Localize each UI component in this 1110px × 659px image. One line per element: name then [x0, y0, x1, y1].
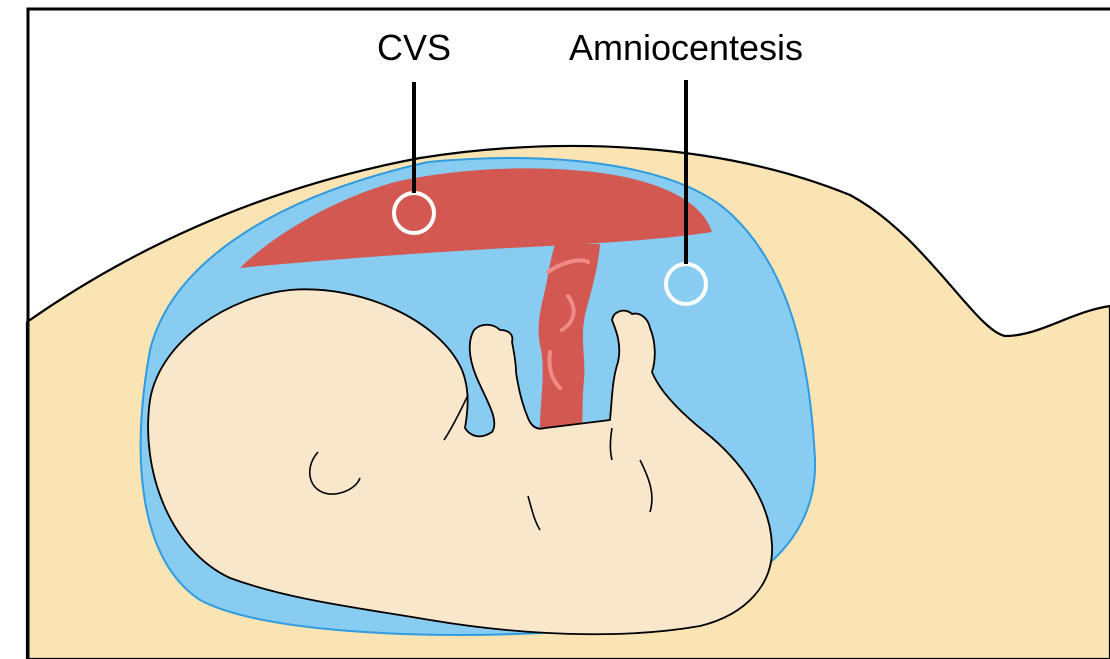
cvs-label: CVS	[377, 27, 451, 68]
amniocentesis-label: Amniocentesis	[569, 27, 803, 68]
